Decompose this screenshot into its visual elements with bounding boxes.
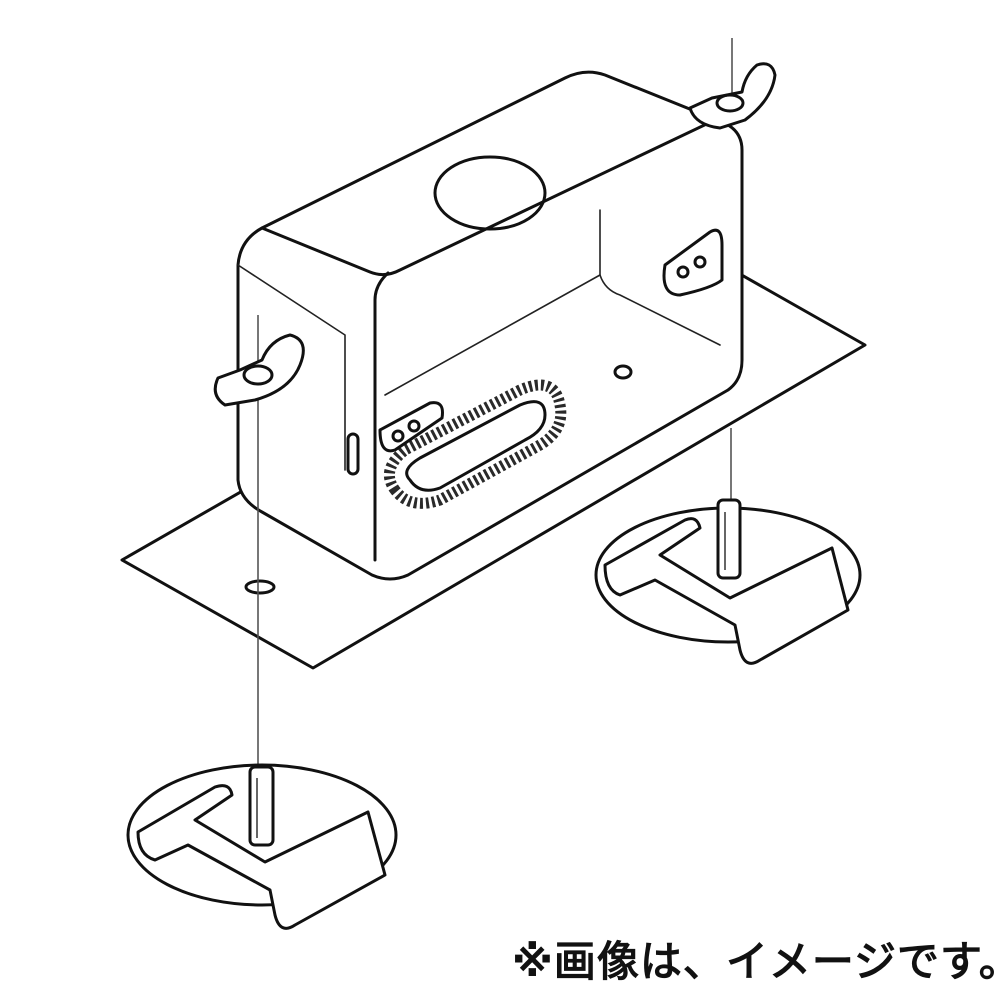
wing-nut-left bbox=[213, 333, 305, 407]
image-disclaimer-caption: ※画像は、イメージです。 bbox=[512, 937, 1000, 986]
gear-edged-oval-opening bbox=[383, 379, 567, 509]
spring-clip-detail-right bbox=[594, 498, 862, 665]
spring-clip-detail-left bbox=[126, 763, 398, 930]
mounting-ear-right bbox=[662, 228, 724, 297]
mounting-ear-left bbox=[378, 401, 444, 453]
plate-hole bbox=[244, 579, 276, 595]
wing-nut-right bbox=[688, 62, 777, 130]
outlet-box bbox=[236, 70, 744, 581]
knockout-hole bbox=[433, 155, 547, 231]
